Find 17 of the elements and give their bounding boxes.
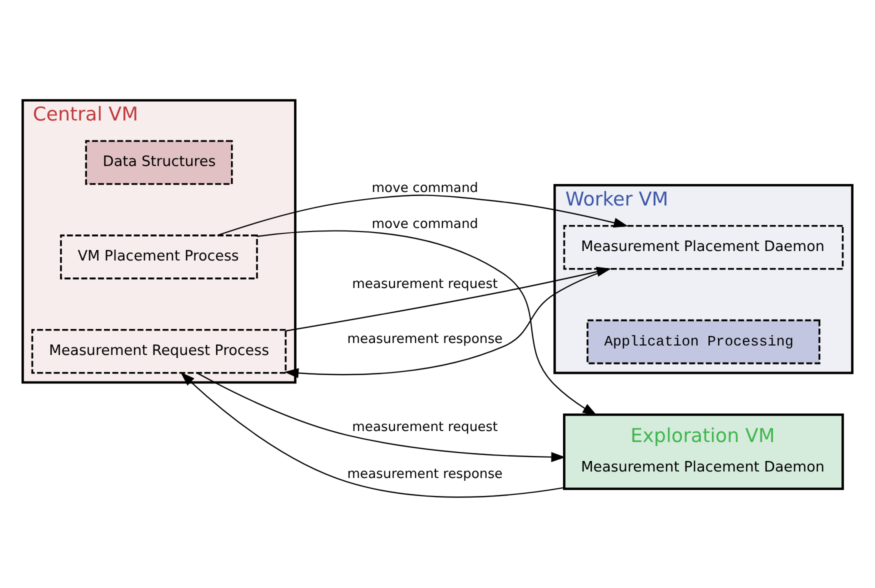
arrow	[257, 230, 598, 416]
node-box: Measurement Placement Daemon	[563, 224, 844, 270]
node-box: VM Placement Process	[60, 234, 258, 280]
arrow	[196, 372, 566, 462]
edge-label: measurement response	[347, 466, 503, 482]
edge-label: move command	[372, 181, 478, 196]
arrow	[180, 372, 564, 498]
edge-label: move command	[372, 217, 478, 232]
edge-label: measurement response	[347, 332, 503, 347]
node-box: Measurement Request Process	[31, 328, 287, 374]
node-box: Data Structures	[85, 140, 233, 185]
node-box: Exploration VM Measurement Placement Daemon	[563, 414, 844, 490]
edge-label: measurement request	[352, 276, 498, 292]
arrow	[284, 268, 610, 378]
edge-label: measurement request	[352, 420, 498, 436]
node-box: Application Processing	[586, 319, 820, 364]
arrow	[217, 194, 628, 236]
